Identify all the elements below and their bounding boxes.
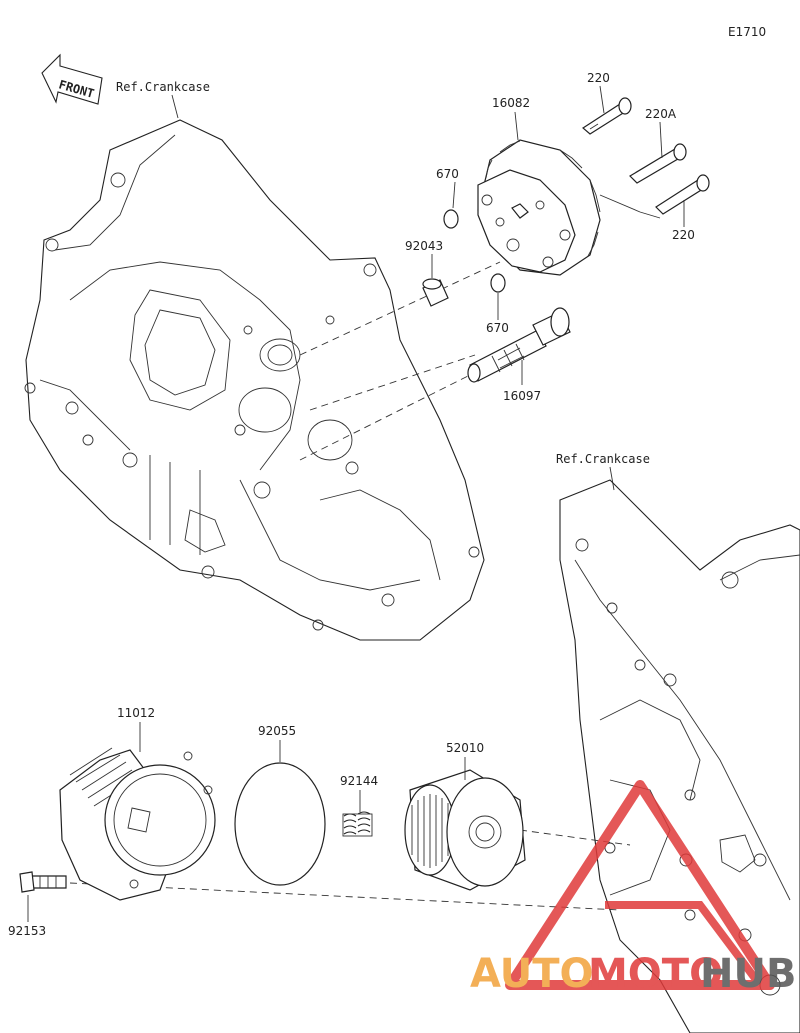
dowel-pin-92043 [422,278,449,307]
pump-shaft-16097 [467,307,571,383]
watermark-logo: AUTO MOTO HUB [470,780,796,997]
front-arrow-icon: FRONT [41,53,103,105]
part-label-220A: 220A [645,107,677,121]
part-label-92153: 92153 [8,924,46,938]
svg-text:HUB: HUB [700,951,796,997]
spring-92144 [342,811,373,837]
gasket-92055 [234,762,326,886]
part-label-92043: 92043 [405,239,443,253]
part-label-11012: 11012 [117,706,155,720]
part-label-670-low: 670 [486,321,509,335]
oring-670-low [490,273,506,293]
part-label-92144: 92144 [340,774,378,788]
part-label-220-top: 220 [587,71,610,85]
ref-crankcase-upper-label: Ref.Crankcase [116,80,210,94]
svg-text:MOTO: MOTO [588,951,723,997]
diagram-code: E1710 [728,25,766,39]
part-label-670-top: 670 [436,167,459,181]
part-label-220-low: 220 [672,228,695,242]
bolt-220-low [655,174,710,215]
oil-filter-52010 [404,769,526,891]
cover-bolt-92153 [19,871,67,893]
oring-670-top [443,209,459,229]
part-label-16097: 16097 [503,389,541,403]
oil-pump-16082 [477,139,601,276]
bolt-220A [629,143,687,184]
part-label-92055: 92055 [258,724,296,738]
svg-text:AUTO: AUTO [470,951,594,997]
oil-filter-cover-11012 [59,747,216,901]
bolt-220-top [582,97,632,135]
crankcase-left-half [24,119,485,641]
ref-crankcase-lower-label: Ref.Crankcase [556,452,650,466]
part-label-16082: 16082 [492,96,530,110]
part-label-52010: 52010 [446,741,484,755]
